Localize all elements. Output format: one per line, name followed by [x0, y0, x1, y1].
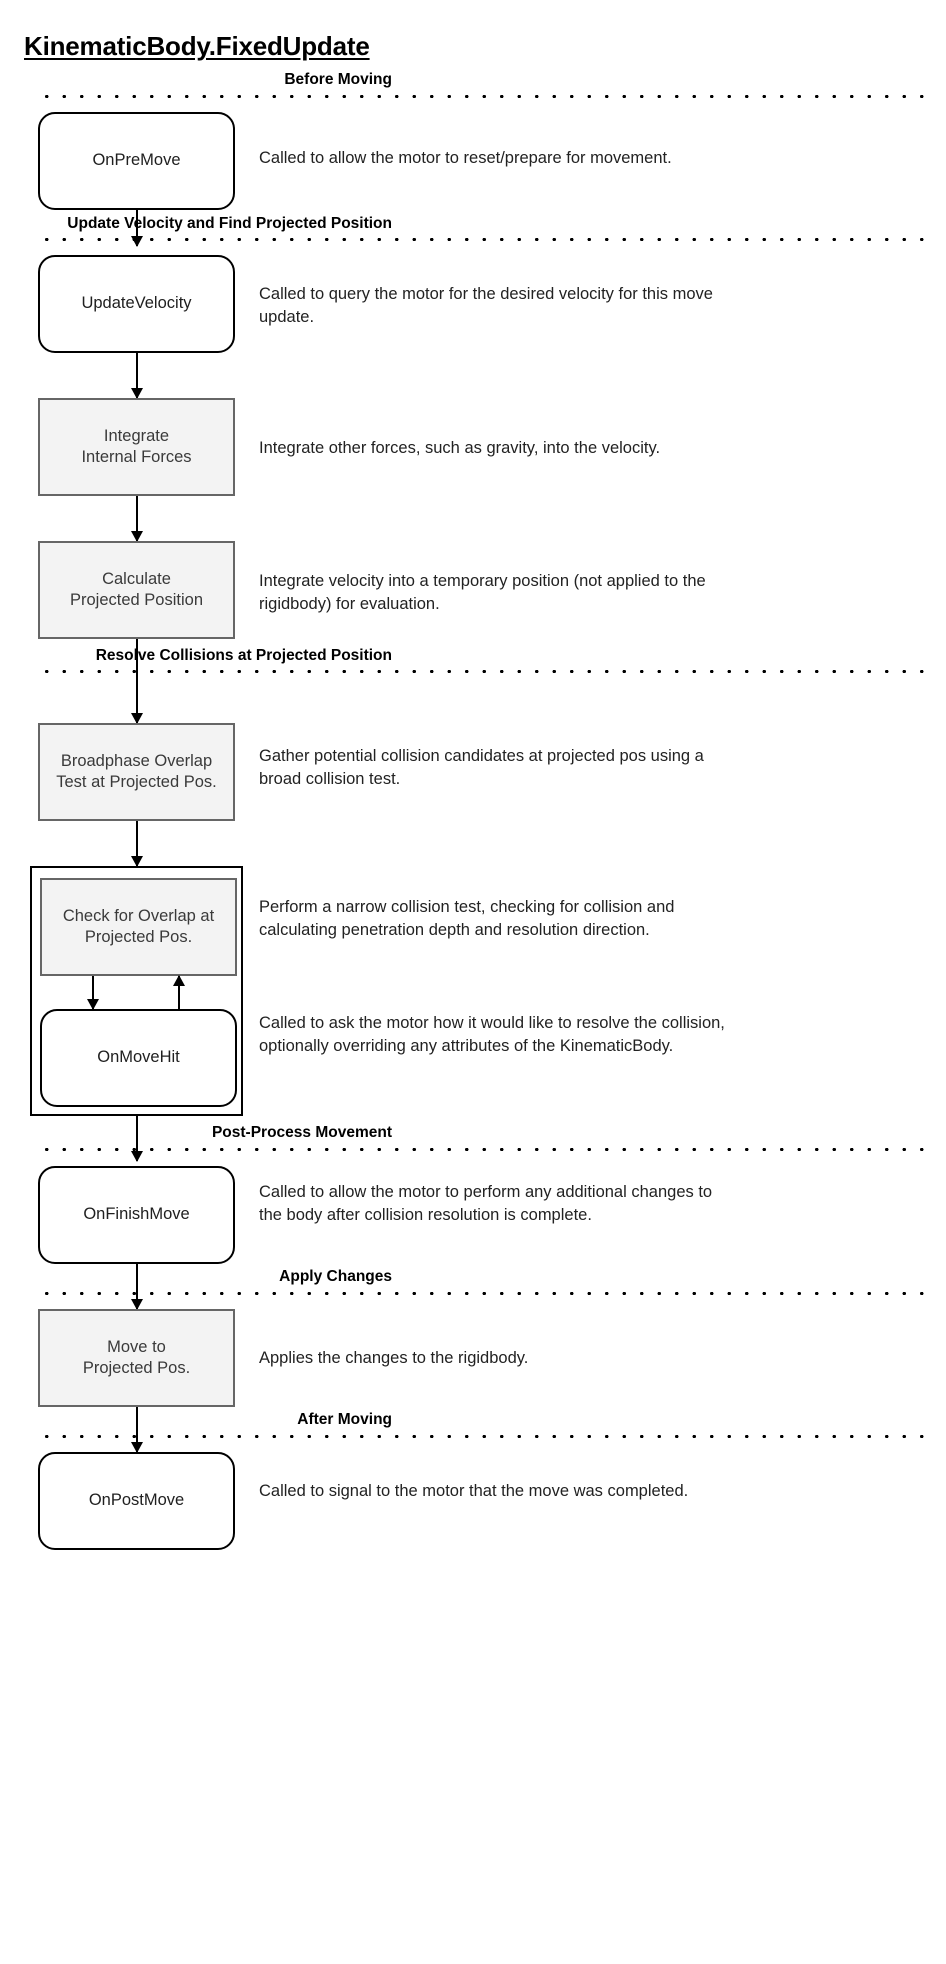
node-integrate-internal-forces-label: Integrate Internal Forces: [81, 426, 192, 466]
section-divider-post-process-movement: [38, 1148, 934, 1151]
node-on-finish-move[interactable]: OnFinishMove: [38, 1166, 235, 1264]
connector-calculate-position-to-broadphase: [130, 639, 143, 724]
node-on-finish-move-label: OnFinishMove: [83, 1205, 190, 1224]
section-divider-before-moving: [38, 95, 934, 98]
desc-on-finish-move: Called to allow the motor to perform any…: [259, 1183, 713, 1224]
node-broadphase-overlap-test[interactable]: Broadphase Overlap Test at Projected Pos…: [38, 723, 235, 821]
section-divider-resolve-collisions: [38, 670, 934, 673]
connector-move-projected-to-on-post-move: [130, 1407, 143, 1453]
desc-on-post-move: Called to signal to the motor that the m…: [259, 1482, 689, 1500]
section-label-after-moving: After Moving: [297, 1411, 392, 1428]
node-update-velocity-label: UpdateVelocity: [81, 294, 192, 313]
section-label-resolve-collisions: Resolve Collisions at Projected Position: [95, 647, 392, 664]
node-on-pre-move[interactable]: OnPreMove: [38, 112, 235, 210]
desc-on-move-hit: Called to ask the motor how it would lik…: [259, 1014, 725, 1055]
node-on-post-move-label: OnPostMove: [88, 1491, 185, 1510]
section-label-update-velocity: Update Velocity and Find Projected Posit…: [67, 215, 392, 232]
collision-resolution-loop-group: Check for Overlap at Projected Pos. OnMo…: [30, 866, 243, 1116]
node-on-move-hit[interactable]: OnMoveHit: [40, 1009, 237, 1107]
desc-integrate-internal-forces: Integrate other forces, such as gravity,…: [259, 439, 661, 457]
arrowhead-down-icon: [130, 1151, 143, 1162]
connector-update-velocity-to-integrate-forces: [130, 353, 143, 399]
arrowhead-down-icon: [130, 531, 143, 542]
connector-loop-to-on-finish-move: [130, 1116, 143, 1162]
desc-broadphase-overlap-test: Gather potential collision candidates at…: [259, 747, 704, 788]
node-integrate-internal-forces[interactable]: Integrate Internal Forces: [38, 398, 235, 496]
connector-broadphase-to-check-overlap: [130, 821, 143, 867]
arrowhead-down-icon: [130, 713, 143, 724]
section-divider-apply-changes: [38, 1292, 934, 1295]
node-on-move-hit-label: OnMoveHit: [97, 1048, 180, 1067]
connector-integrate-forces-to-calculate-position: [130, 496, 143, 542]
connector-on-pre-move-to-update-velocity: [130, 210, 143, 247]
arrowhead-down-icon: [130, 236, 143, 247]
node-calculate-projected-position-label: Calculate Projected Position: [70, 569, 203, 609]
arrowhead-down-icon: [86, 999, 99, 1010]
node-update-velocity[interactable]: UpdateVelocity: [38, 255, 235, 353]
node-broadphase-overlap-test-label: Broadphase Overlap Test at Projected Pos…: [56, 751, 217, 791]
section-label-post-process-movement: Post-Process Movement: [211, 1124, 392, 1141]
section-divider-after-moving: [38, 1435, 934, 1438]
section-label-apply-changes: Apply Changes: [279, 1268, 392, 1285]
arrowhead-down-icon: [130, 388, 143, 399]
connector-on-finish-move-to-move-projected: [130, 1264, 143, 1310]
desc-update-velocity: Called to query the motor for the desire…: [259, 285, 713, 326]
node-move-to-projected-pos[interactable]: Move to Projected Pos.: [38, 1309, 235, 1407]
connector-on-move-hit-to-check-overlap: [172, 975, 185, 1009]
node-check-for-overlap[interactable]: Check for Overlap at Projected Pos.: [40, 878, 237, 976]
node-on-post-move[interactable]: OnPostMove: [38, 1452, 235, 1550]
node-on-pre-move-label: OnPreMove: [92, 151, 181, 170]
node-move-to-projected-pos-label: Move to Projected Pos.: [82, 1337, 191, 1377]
section-divider-update-velocity: [38, 238, 934, 241]
desc-check-for-overlap: Perform a narrow collision test, checkin…: [259, 898, 675, 939]
connector-check-overlap-to-on-move-hit: [86, 976, 99, 1010]
arrowhead-down-icon: [130, 856, 143, 867]
arrowhead-down-icon: [130, 1442, 143, 1453]
section-label-before-moving: Before Moving: [284, 71, 392, 88]
desc-on-pre-move: Called to allow the motor to reset/prepa…: [259, 149, 672, 167]
node-calculate-projected-position[interactable]: Calculate Projected Position: [38, 541, 235, 639]
arrowhead-down-icon: [130, 1299, 143, 1310]
arrowhead-up-icon: [172, 975, 185, 986]
desc-move-to-projected-pos: Applies the changes to the rigidbody.: [259, 1349, 529, 1367]
desc-calculate-projected-position: Integrate velocity into a temporary posi…: [259, 572, 706, 613]
page-title: KinematicBody.FixedUpdate: [24, 31, 370, 62]
node-check-for-overlap-label: Check for Overlap at Projected Pos.: [62, 906, 215, 946]
